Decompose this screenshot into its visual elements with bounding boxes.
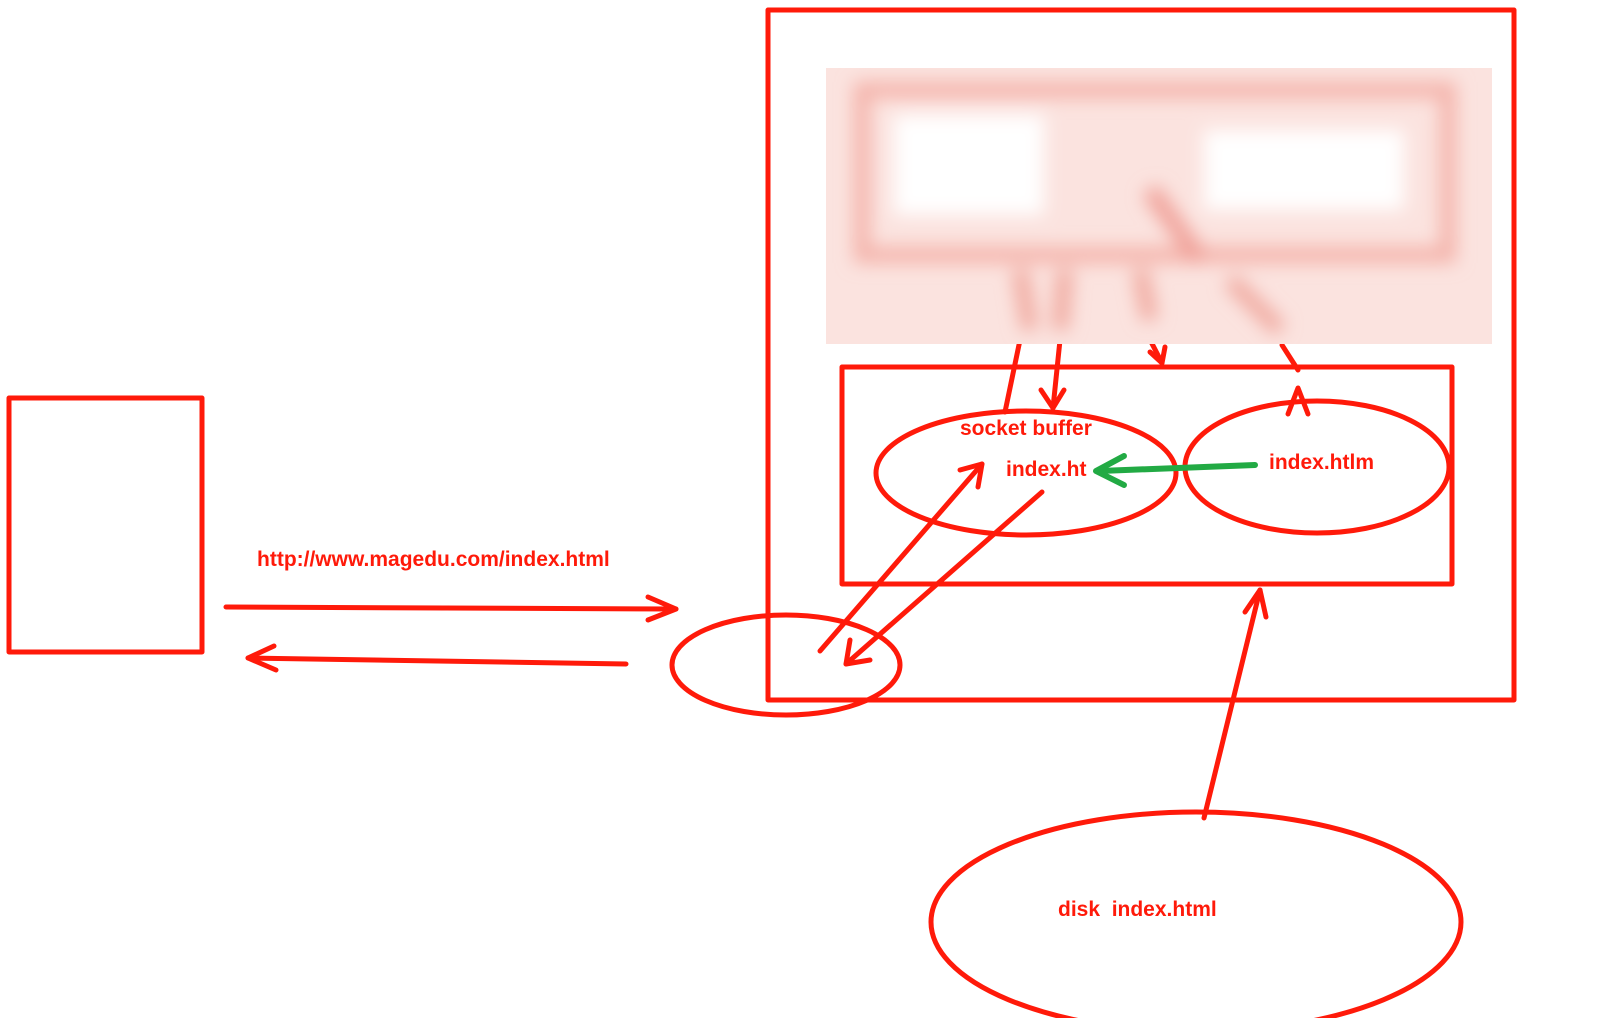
request-arrow (223, 594, 679, 623)
kernel-file-label: index.htlm (1269, 451, 1374, 474)
kernel-up-arrow (1279, 342, 1311, 417)
user-down-arrow-1 (1038, 337, 1067, 411)
nic-to-socket-arrow (817, 461, 985, 654)
socket-buffer-label: socket buffer (960, 417, 1092, 440)
socket-to-nic-arrow (843, 489, 1045, 667)
red-strokes (6, 7, 1517, 1018)
disk-file-label: disk index.html (1058, 898, 1217, 921)
server-box (765, 7, 1517, 703)
socket-file-label: index.ht (1006, 458, 1087, 481)
socket-buffer-ellipse (873, 408, 1179, 538)
client-box (6, 395, 205, 655)
disk-ellipse (928, 809, 1464, 1018)
blurred-user-space-region (826, 68, 1492, 344)
kernel-box (839, 364, 1455, 587)
copy-arrow-green (1093, 453, 1258, 488)
nic-ellipse (669, 612, 903, 718)
user-to-socket-line (1002, 337, 1023, 415)
disk-to-kernel-arrow (1201, 587, 1269, 821)
url-label: http://www.magedu.com/index.html (257, 548, 610, 571)
response-arrow (245, 643, 629, 673)
